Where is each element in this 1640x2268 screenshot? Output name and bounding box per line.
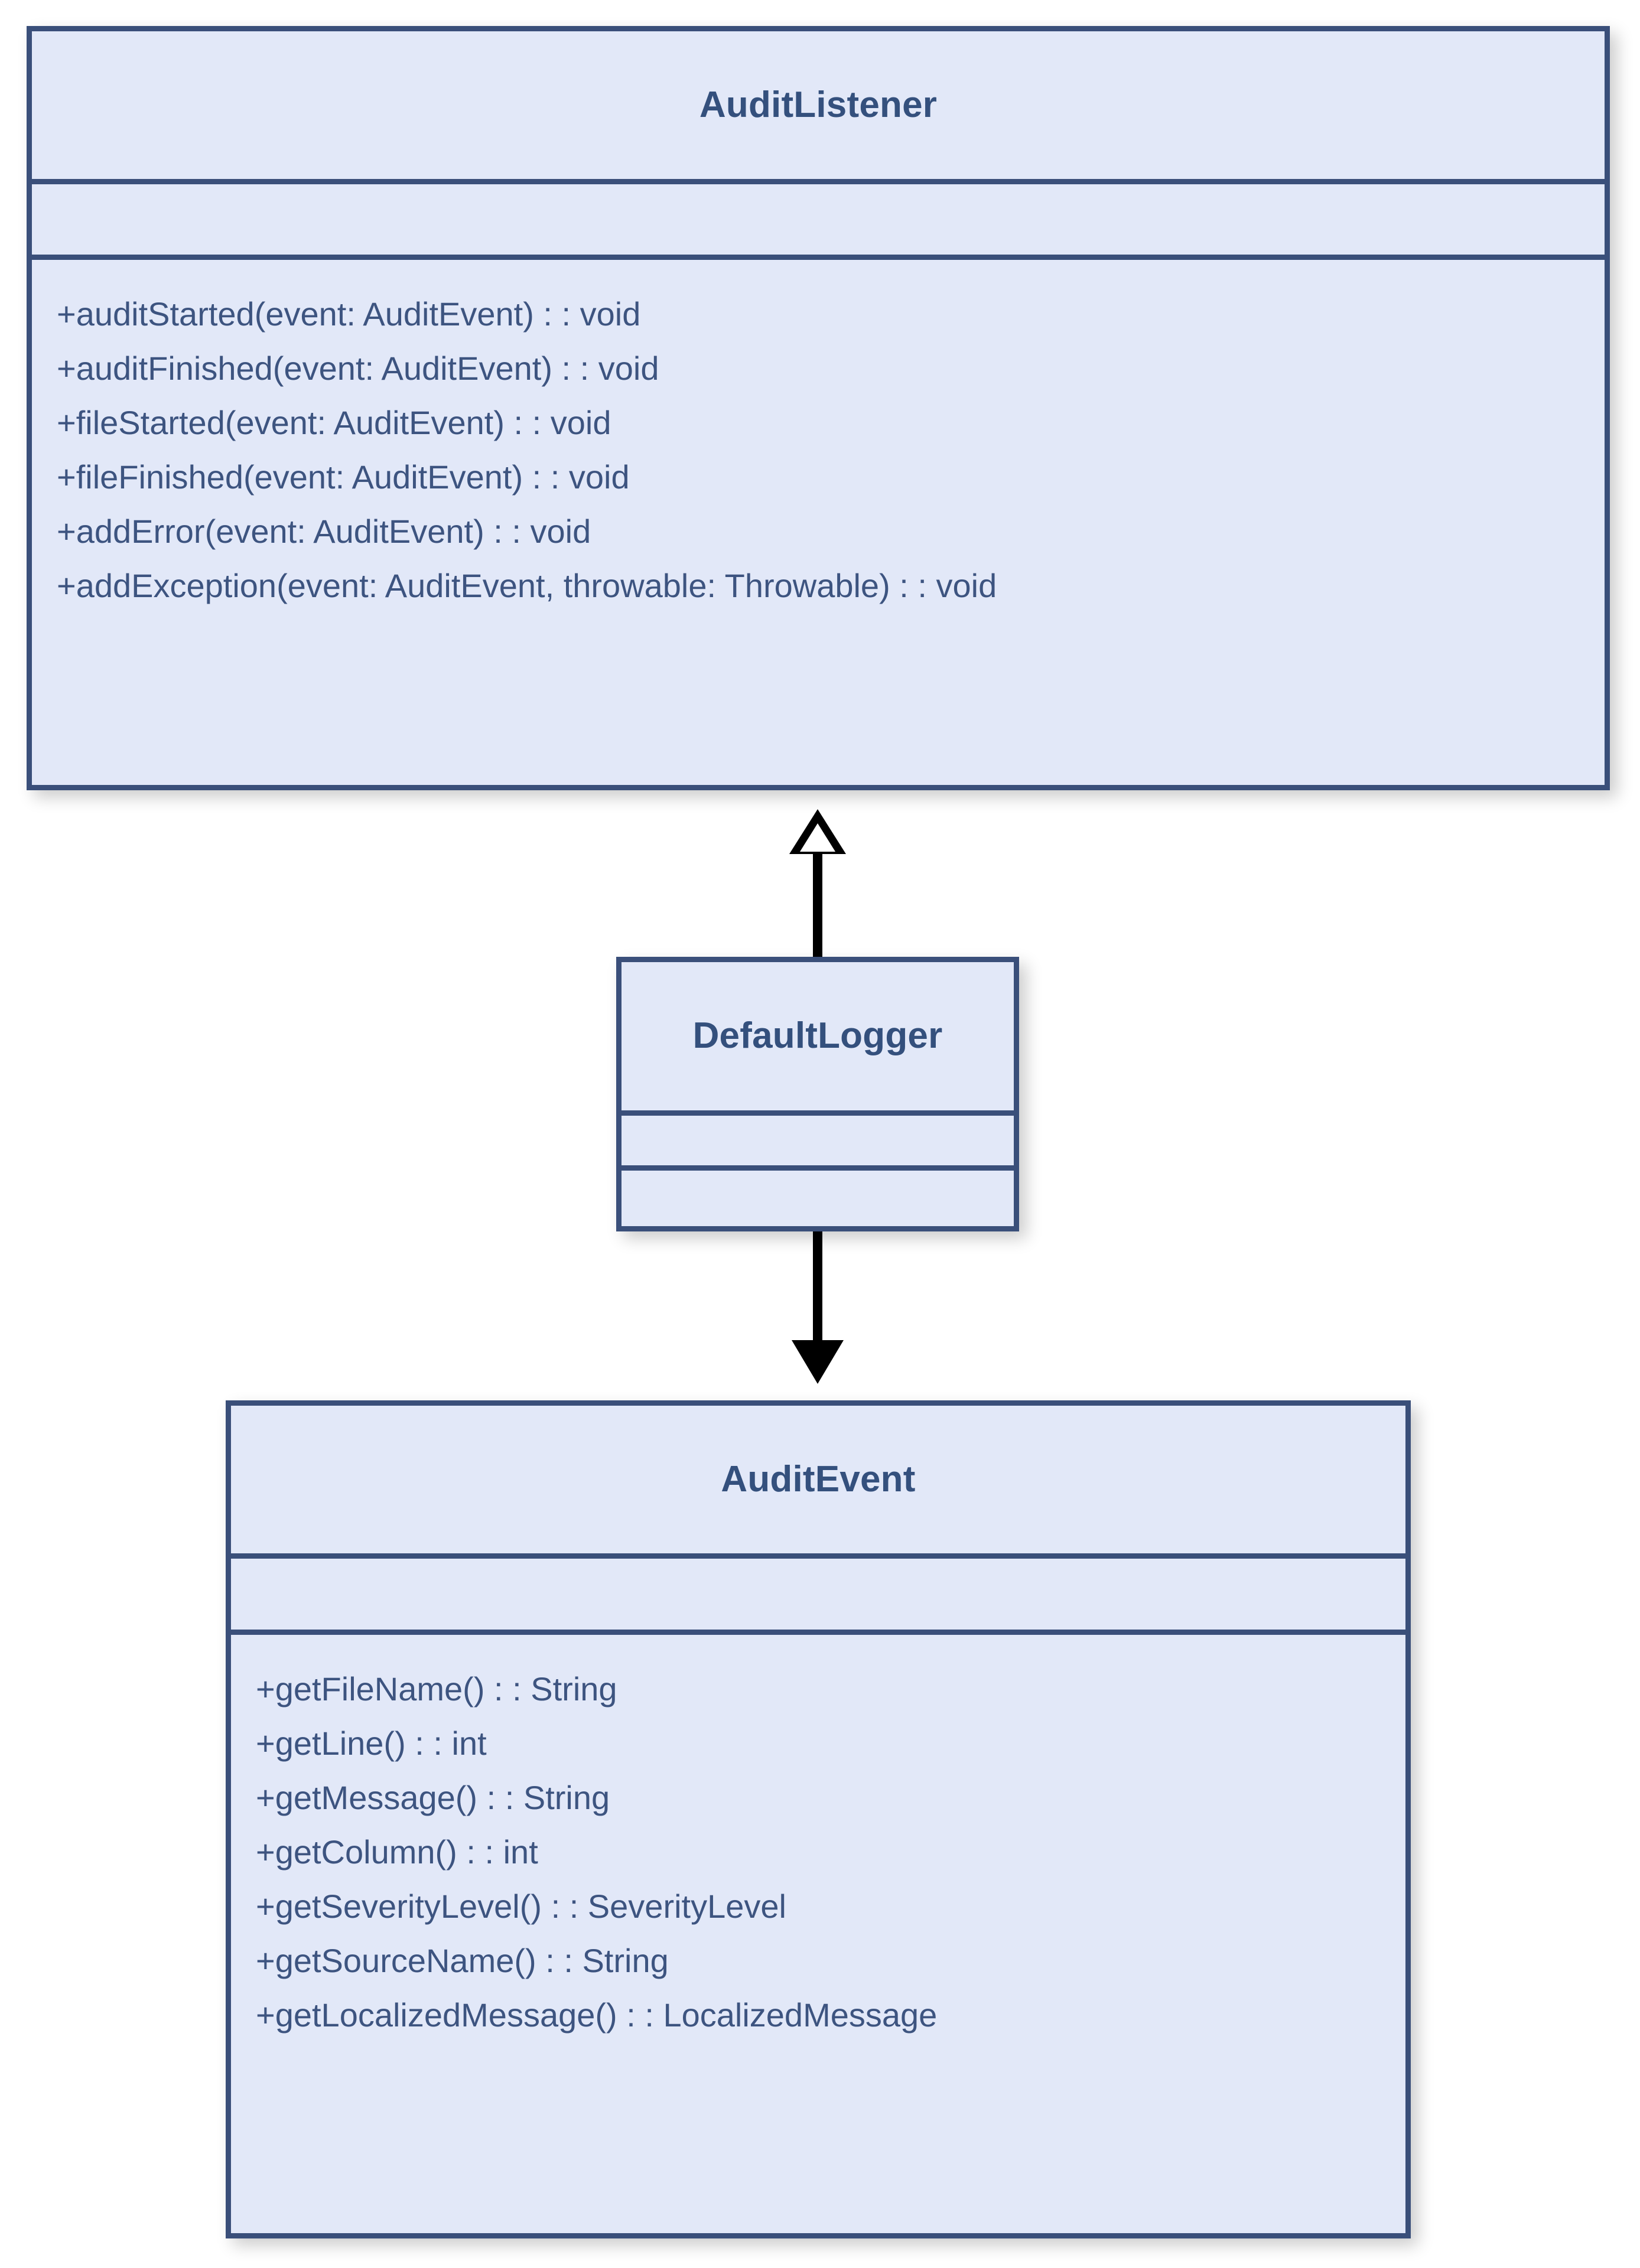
class-method-row: +getSourceName() : : String (256, 1942, 669, 1979)
class-attributes-section-default-logger (621, 1110, 1014, 1165)
class-attributes-section-audit-event (231, 1553, 1405, 1630)
class-title-section-audit-event: AuditEvent (231, 1406, 1405, 1553)
connector-line (813, 1231, 822, 1344)
class-method-row: +addException(event: AuditEvent, throwab… (57, 567, 997, 604)
class-title-section-audit-listener: AuditListener (32, 31, 1605, 179)
class-name-audit-listener: AuditListener (699, 84, 938, 125)
class-name-default-logger: DefaultLogger (692, 1015, 943, 1057)
class-method-row: +getMessage() : : String (256, 1779, 610, 1816)
class-method-row: +getLine() : : int (256, 1725, 487, 1762)
class-title-section-default-logger: DefaultLogger (621, 962, 1014, 1110)
class-method-row: +auditStarted(event: AuditEvent) : : voi… (57, 295, 641, 333)
solid-arrowhead-icon (792, 1340, 844, 1384)
class-box-default-logger[interactable]: DefaultLogger (616, 957, 1019, 1231)
class-method-row: +getColumn() : : int (256, 1833, 538, 1871)
class-box-audit-event[interactable]: AuditEvent +getFileName() : : String +ge… (226, 1400, 1411, 2238)
class-attributes-section-audit-listener (32, 179, 1605, 255)
class-methods-section-audit-listener: +auditStarted(event: AuditEvent) : : voi… (32, 255, 1605, 785)
class-method-row: +getSeverityLevel() : : SeverityLevel (256, 1888, 786, 1925)
class-method-row: +getFileName() : : String (256, 1670, 617, 1707)
connector-line (813, 852, 822, 957)
class-method-row: +auditFinished(event: AuditEvent) : : vo… (57, 350, 659, 387)
class-method-row: +fileStarted(event: AuditEvent) : : void (57, 404, 611, 441)
class-methods-section-audit-event: +getFileName() : : String +getLine() : :… (231, 1630, 1405, 2233)
class-method-row: +fileFinished(event: AuditEvent) : : voi… (57, 458, 630, 496)
class-name-audit-event: AuditEvent (721, 1458, 916, 1500)
class-box-audit-listener[interactable]: AuditListener +auditStarted(event: Audit… (27, 26, 1610, 790)
class-method-row: +addError(event: AuditEvent) : : void (57, 513, 591, 550)
class-method-row: +getLocalizedMessage() : : LocalizedMess… (256, 1996, 938, 2034)
class-methods-section-default-logger (621, 1165, 1014, 1226)
